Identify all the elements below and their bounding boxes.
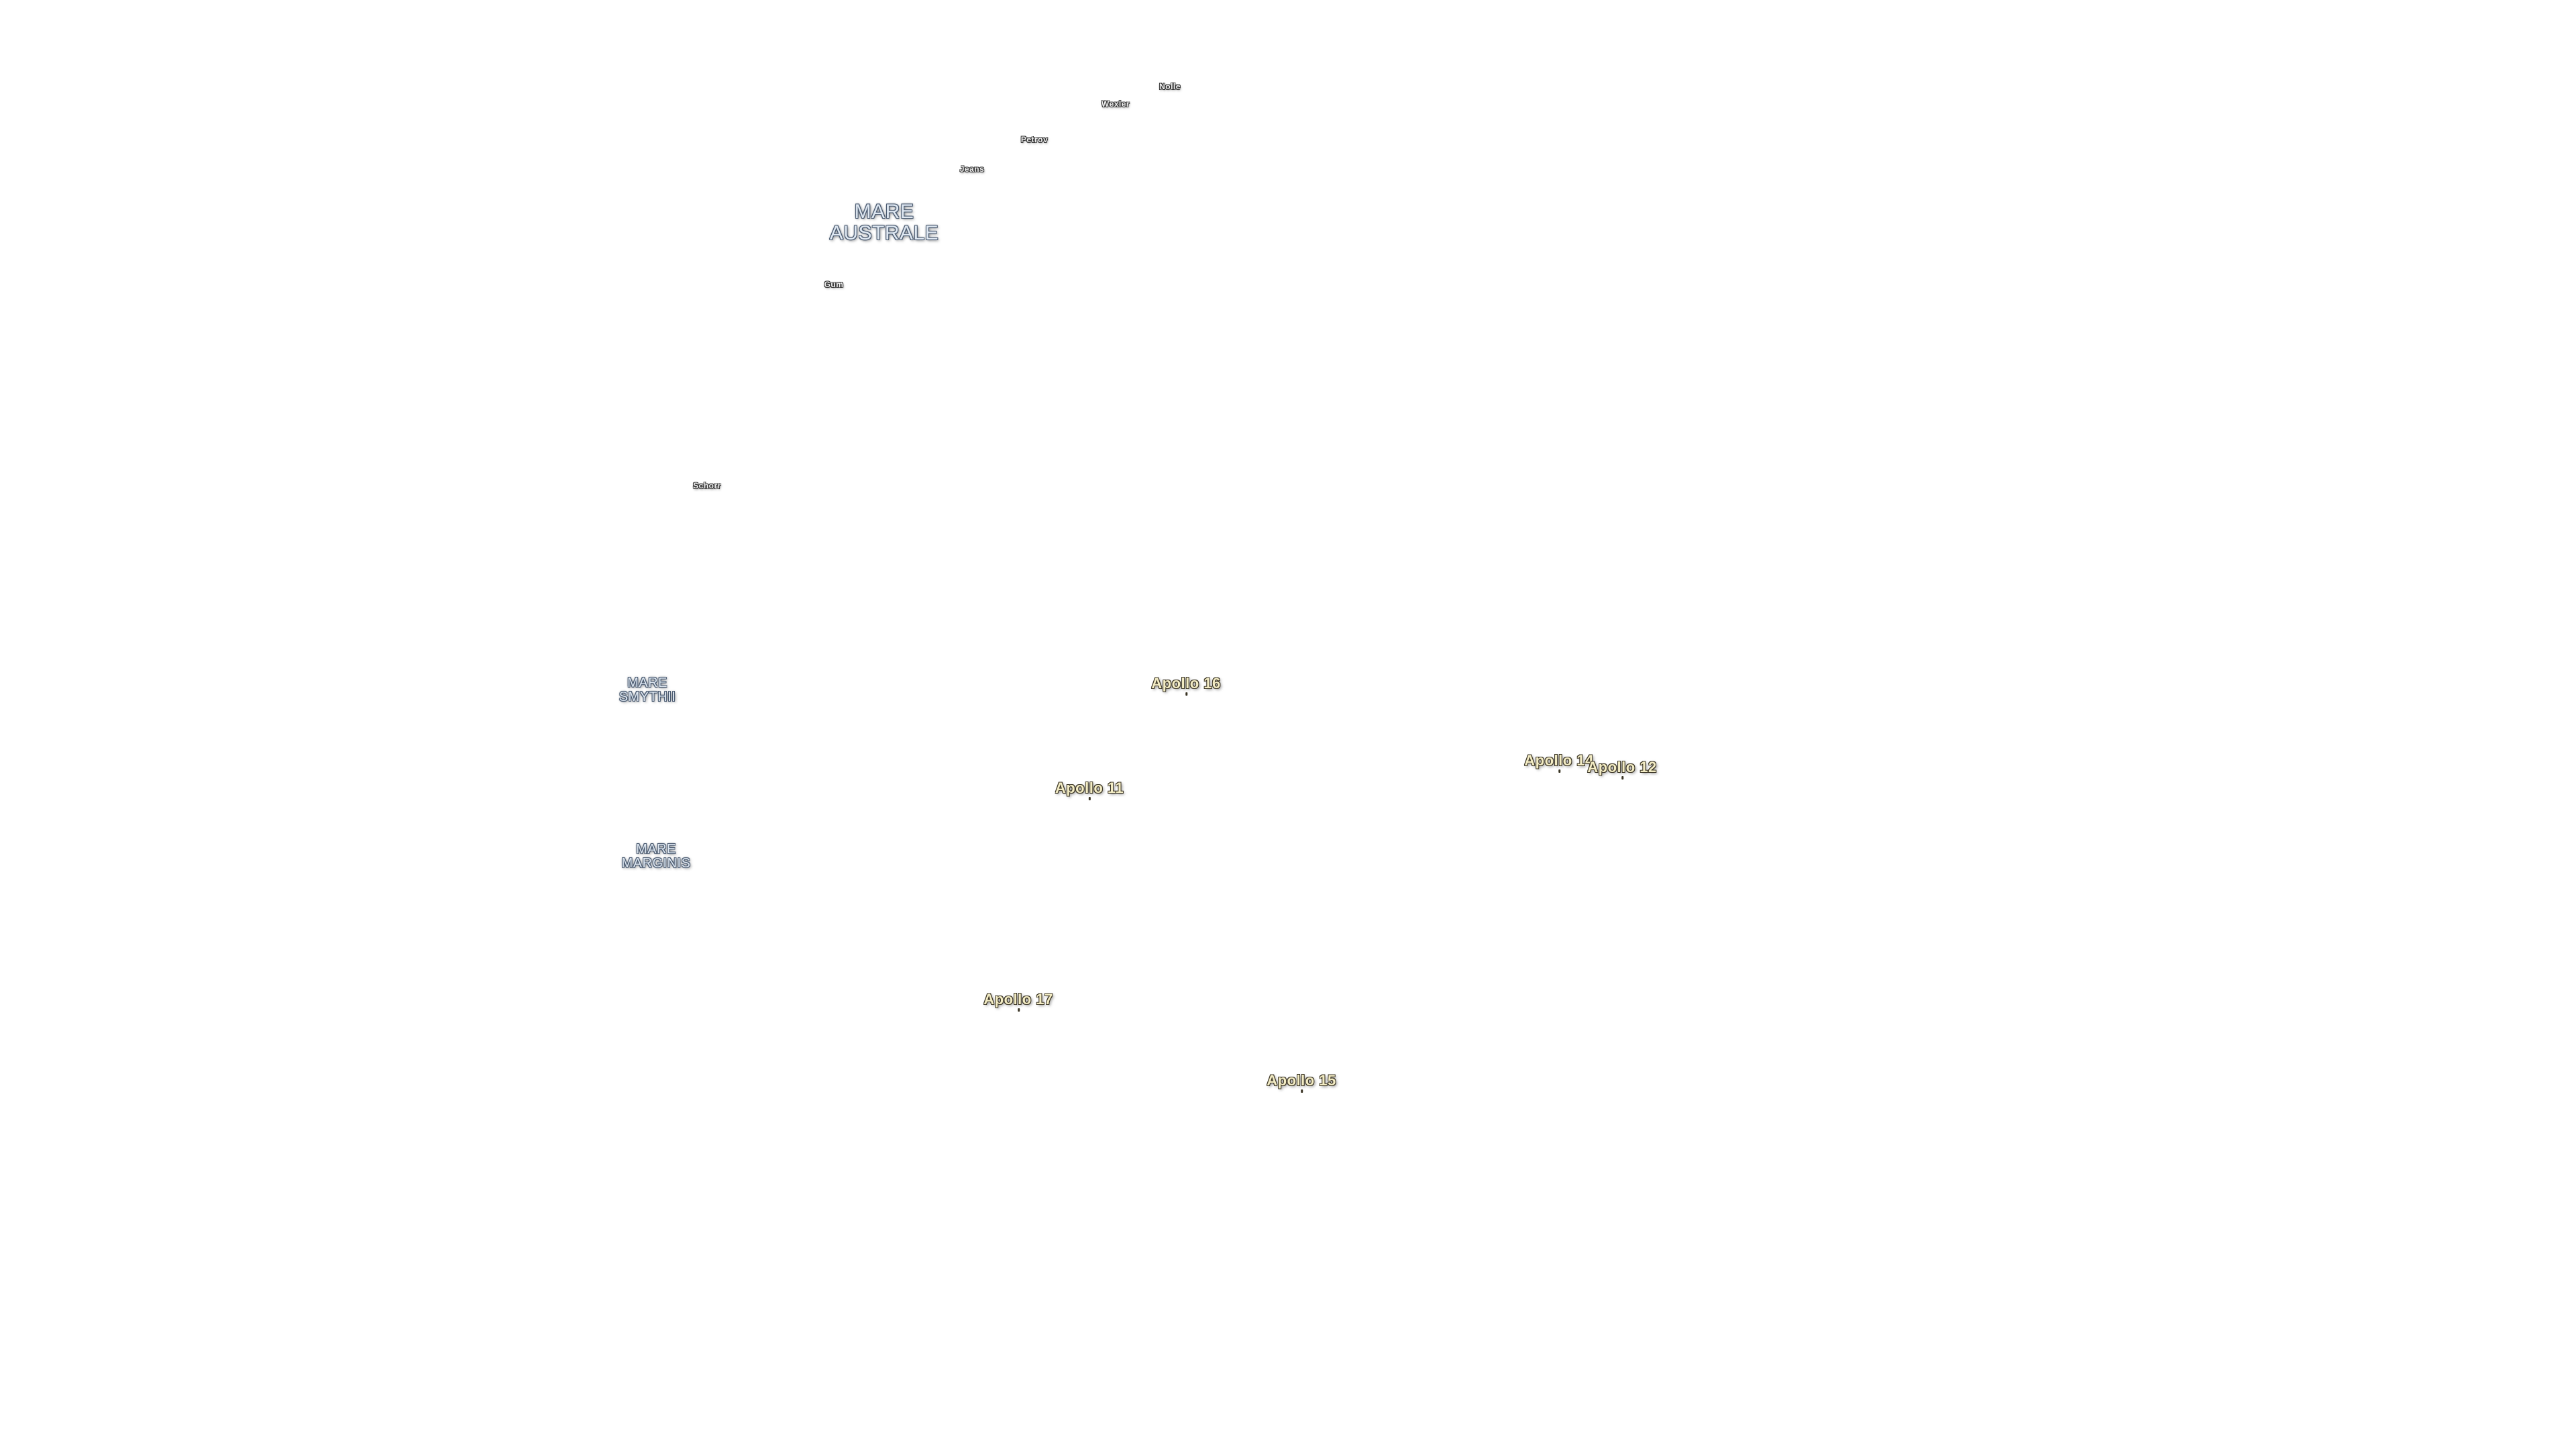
mare-smythii-label: MARE SMYTHII xyxy=(619,676,676,704)
apollo-16-label: Apollo 16 xyxy=(1151,675,1221,692)
apollo-11-site[interactable]: Apollo 11 xyxy=(1055,780,1124,801)
apollo-17-site[interactable]: Apollo 17 xyxy=(983,991,1053,1012)
crater-gum-label: Gum xyxy=(824,280,844,289)
crater-jeans-label: Jeans xyxy=(959,164,985,174)
apollo-17-marker xyxy=(1017,1008,1020,1012)
mare-marginis-label: MARE MARGINIS xyxy=(622,843,691,871)
apollo-16-site[interactable]: Apollo 16 xyxy=(1151,675,1221,696)
apollo-15-marker xyxy=(1300,1089,1303,1093)
apollo-11-label: Apollo 11 xyxy=(1055,780,1124,796)
apollo-14-site[interactable]: Apollo 14 xyxy=(1524,752,1594,773)
apollo-15-site[interactable]: Apollo 15 xyxy=(1267,1072,1336,1093)
apollo-12-marker xyxy=(1621,776,1623,780)
apollo-15-label: Apollo 15 xyxy=(1267,1072,1336,1089)
crater-petrov-label: Petrov xyxy=(1020,135,1049,144)
mare-australe-line2: AUSTRALE xyxy=(829,221,939,244)
apollo-14-label: Apollo 14 xyxy=(1524,752,1594,769)
apollo-11-marker xyxy=(1088,797,1091,801)
apollo-16-marker xyxy=(1185,692,1187,696)
crater-wexler-label: Wexler xyxy=(1101,99,1130,109)
crater-schorr-label: Schorr xyxy=(693,481,721,490)
mare-marginis-line1: MARE xyxy=(636,842,676,857)
apollo-17-label: Apollo 17 xyxy=(983,991,1053,1008)
mare-marginis-line2: MARGINIS xyxy=(621,856,691,871)
mare-australe-line1: MARE xyxy=(854,201,914,223)
crater-nolle-label: Nolle xyxy=(1159,82,1181,91)
apollo-14-marker xyxy=(1558,769,1560,773)
apollo-12-site[interactable]: Apollo 12 xyxy=(1587,759,1657,780)
apollo-12-label: Apollo 12 xyxy=(1587,759,1657,775)
mare-smythii-line1: MARE xyxy=(627,676,667,690)
mare-australe-label: MARE AUSTRALE xyxy=(830,201,938,244)
mare-smythii-line2: SMYTHII xyxy=(619,690,676,704)
